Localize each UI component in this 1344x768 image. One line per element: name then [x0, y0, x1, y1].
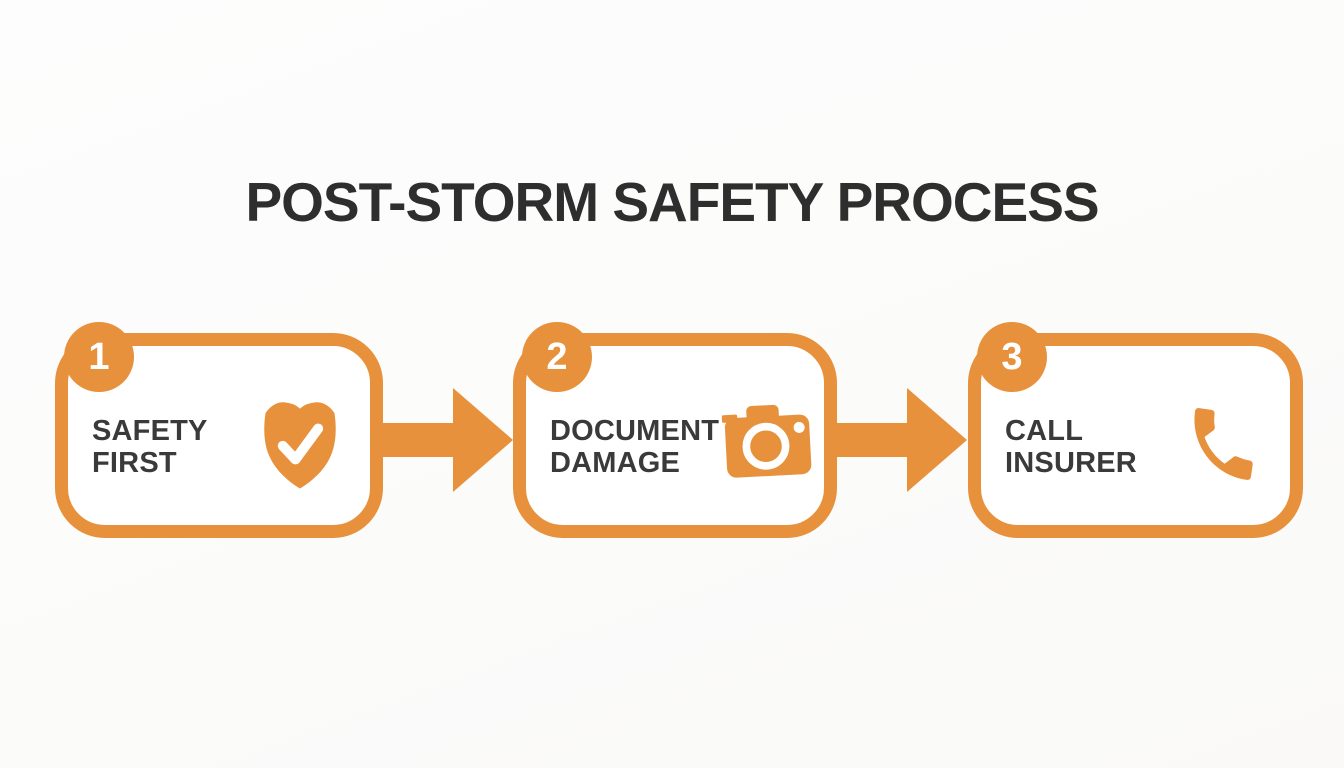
step-content: CALL INSURER [981, 346, 1290, 525]
step-content: SAFETY FIRST [68, 346, 370, 525]
step-label-line2: INSURER [1005, 446, 1137, 479]
step-card-document-damage: 2 DOCUMENT DAMAGE [513, 322, 837, 538]
step-label-line1: SAFETY [92, 414, 208, 447]
step-number-badge: 1 [64, 322, 134, 392]
step-label: CALL INSURER [1005, 415, 1137, 479]
step-label-line2: DAMAGE [550, 446, 681, 479]
step-label-line1: CALL [1005, 414, 1084, 447]
page-title: POST-STORM SAFETY PROCESS [245, 171, 1099, 233]
step-number: 1 [88, 335, 110, 378]
arrow-right-icon [837, 388, 967, 492]
step-card-call-insurer: 3 CALL INSURER [968, 322, 1303, 538]
step-number: 2 [546, 335, 568, 378]
arrow-right-icon [383, 388, 513, 492]
shield-check-icon [254, 395, 346, 498]
step-number-badge: 3 [977, 322, 1047, 392]
step-label: SAFETY FIRST [92, 415, 208, 479]
step-label-line1: DOCUMENT [550, 414, 720, 447]
step-content: DOCUMENT DAMAGE [526, 346, 824, 525]
step-card-safety-first: 1 SAFETY FIRST [55, 322, 383, 538]
camera-icon [719, 402, 817, 491]
step-label-line2: FIRST [92, 446, 177, 479]
step-label: DOCUMENT DAMAGE [550, 415, 719, 479]
step-number-badge: 2 [522, 322, 592, 392]
phone-icon [1180, 401, 1266, 492]
step-number: 3 [1001, 335, 1023, 378]
